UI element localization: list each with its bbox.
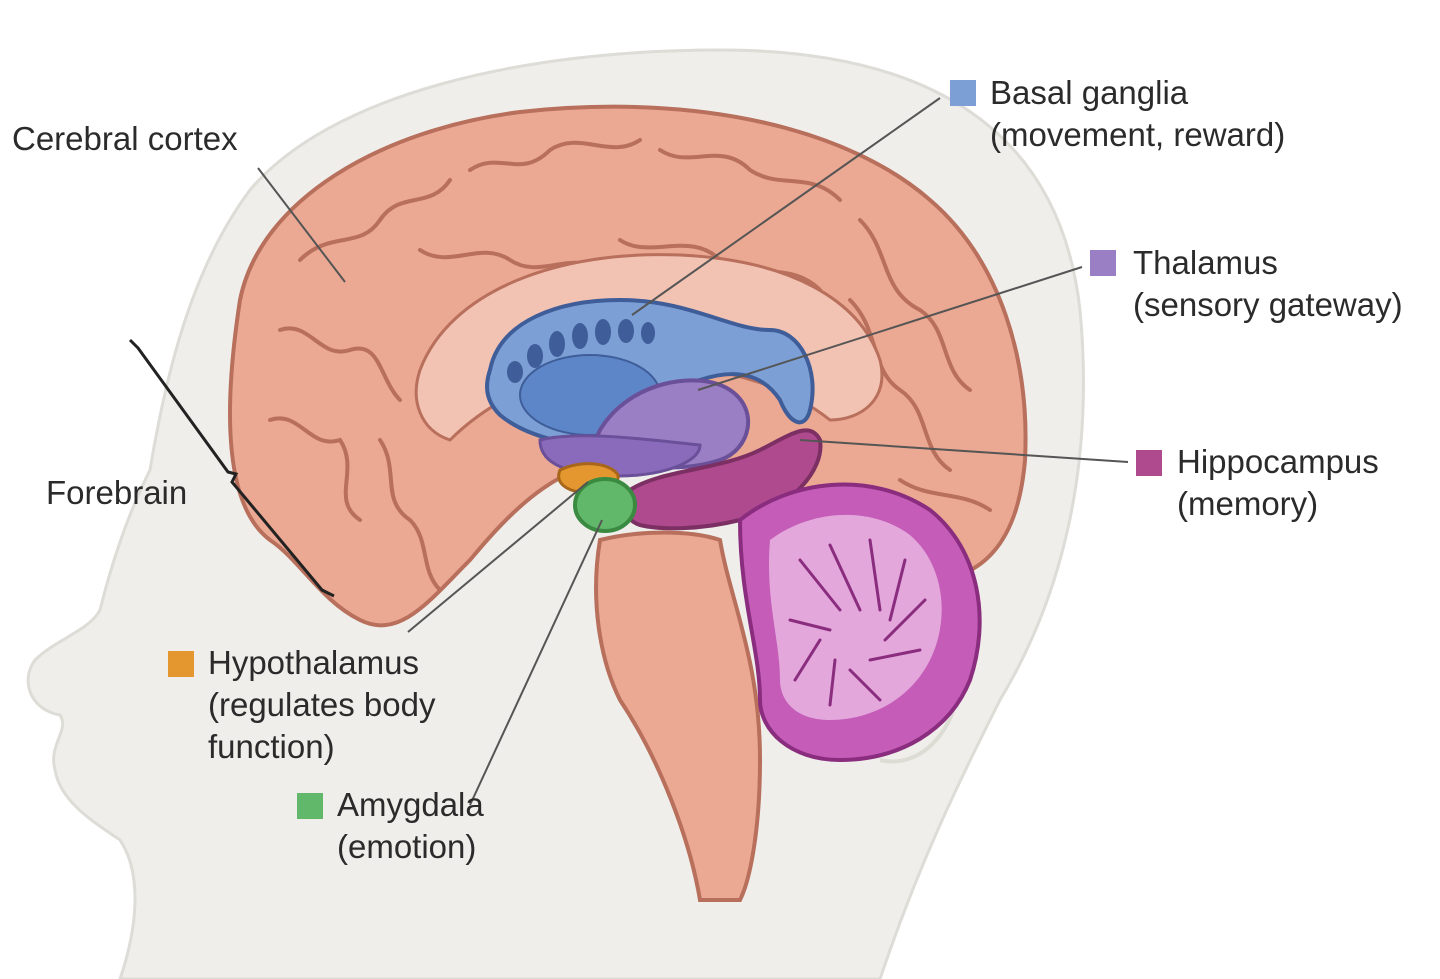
basal-ganglia-striations xyxy=(507,319,655,383)
cerebellum-folia xyxy=(788,538,927,707)
hypothalamus-name: Hypothalamus xyxy=(208,644,419,681)
basal-ganglia-desc: (movement, reward) xyxy=(990,116,1286,153)
thalamus-swatch xyxy=(1090,250,1116,276)
forebrain-label: Forebrain xyxy=(46,474,188,511)
hippocampus-desc: (memory) xyxy=(1177,485,1319,522)
leader-basal-ganglia xyxy=(631,97,941,316)
cerebellum-inner xyxy=(768,514,942,720)
leader-amygdala xyxy=(469,519,603,806)
amygdala-swatch xyxy=(297,793,323,819)
hypothalamus-desc-line1: (regulates body xyxy=(208,686,436,723)
hippocampus-name: Hippocampus xyxy=(1177,443,1379,480)
thalamus-desc: (sensory gateway) xyxy=(1133,286,1403,323)
amygdala-shape xyxy=(573,477,637,533)
leader-hippocampus xyxy=(799,439,1129,463)
leader-thalamus xyxy=(697,266,1083,391)
amygdala-name: Amygdala xyxy=(337,786,484,823)
basal-ganglia-swatch xyxy=(950,80,976,106)
hypothalamus-swatch xyxy=(168,651,194,677)
amygdala-desc: (emotion) xyxy=(337,828,477,865)
forebrain-bracket xyxy=(128,338,335,598)
basal-ganglia-name: Basal ganglia xyxy=(990,74,1189,111)
thalamus-name: Thalamus xyxy=(1133,244,1278,281)
leader-lines xyxy=(257,97,1129,806)
leader-cerebral-cortex xyxy=(257,167,346,283)
hippocampus-swatch xyxy=(1136,450,1162,476)
brainstem-shape xyxy=(594,530,763,902)
cerebral-cortex-label: Cerebral cortex xyxy=(12,120,238,157)
leader-hypothalamus xyxy=(407,481,589,633)
hypothalamus-desc-line2: function) xyxy=(208,728,335,765)
